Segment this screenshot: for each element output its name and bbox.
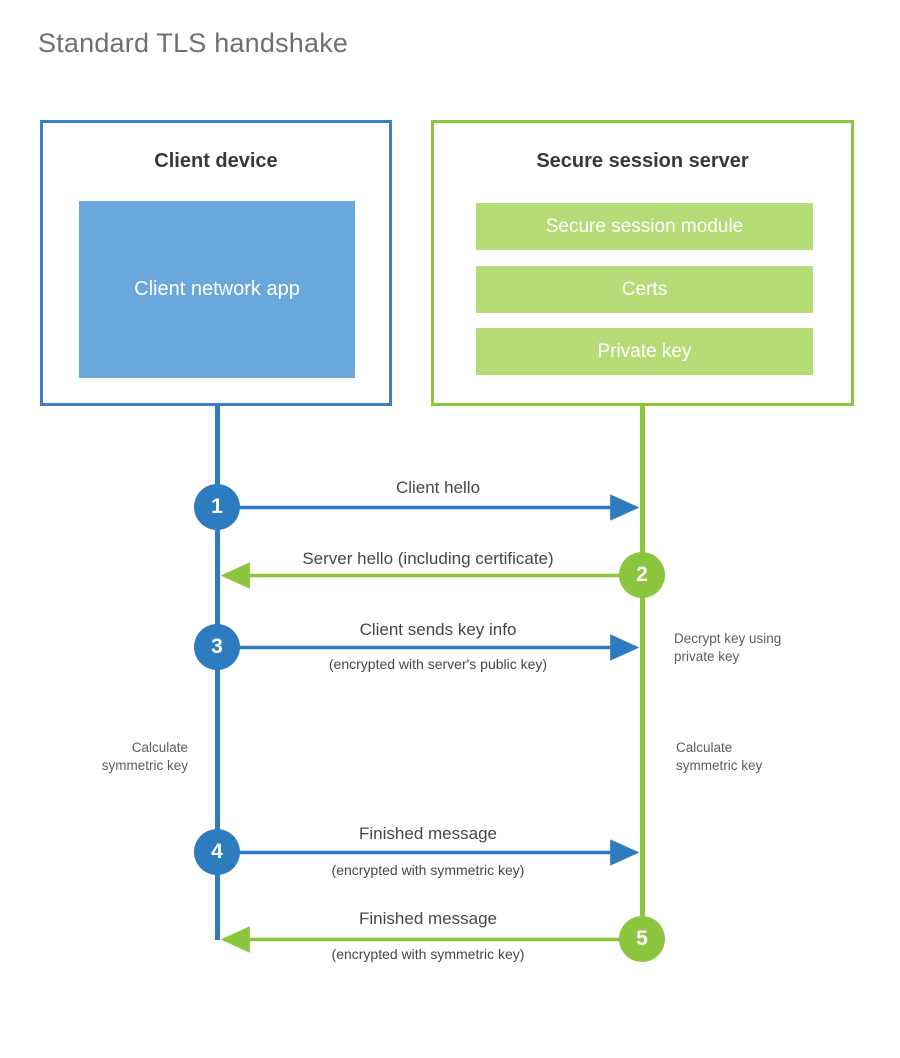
step-3-label: Client sends key info (359, 620, 517, 639)
step-5-label: Finished message (359, 909, 497, 928)
step-3-sublabel: (encrypted with server's public key) (328, 656, 548, 672)
step-1-label: Client hello (395, 478, 481, 497)
note-decrypt-key: Decrypt key using private key (674, 631, 782, 665)
step-4-label: Finished message (359, 824, 497, 843)
note-calculate-symmetric-key-client: Calculate symmetric key (101, 740, 188, 774)
secure-session-server-panel: Secure session server Secure session mod… (431, 120, 854, 406)
server-component-secure-session-module: Secure session module (476, 203, 813, 250)
step-marker-3[interactable]: 3 (194, 624, 240, 670)
note-calculate-symmetric-key-server: Calculate symmetric key (676, 740, 763, 774)
step-marker-5[interactable]: 5 (619, 916, 665, 962)
page-title: Standard TLS handshake (38, 28, 349, 58)
step-marker-4[interactable]: 4 (194, 829, 240, 875)
step-marker-1[interactable]: 1 (194, 484, 240, 530)
client-network-app-box: Client network app (79, 201, 355, 378)
server-component-certs: Certs (476, 266, 813, 313)
server-component-private-key: Private key (476, 328, 813, 375)
step-2-label: Server hello (including certificate) (302, 549, 554, 568)
secure-session-server-title: Secure session server (536, 150, 749, 172)
client-device-panel: Client device Client network app (40, 120, 392, 406)
step-5-sublabel: (encrypted with symmetric key) (331, 946, 525, 962)
step-marker-2[interactable]: 2 (619, 552, 665, 598)
client-device-title: Client device (154, 150, 278, 172)
step-4-sublabel: (encrypted with symmetric key) (331, 862, 525, 878)
